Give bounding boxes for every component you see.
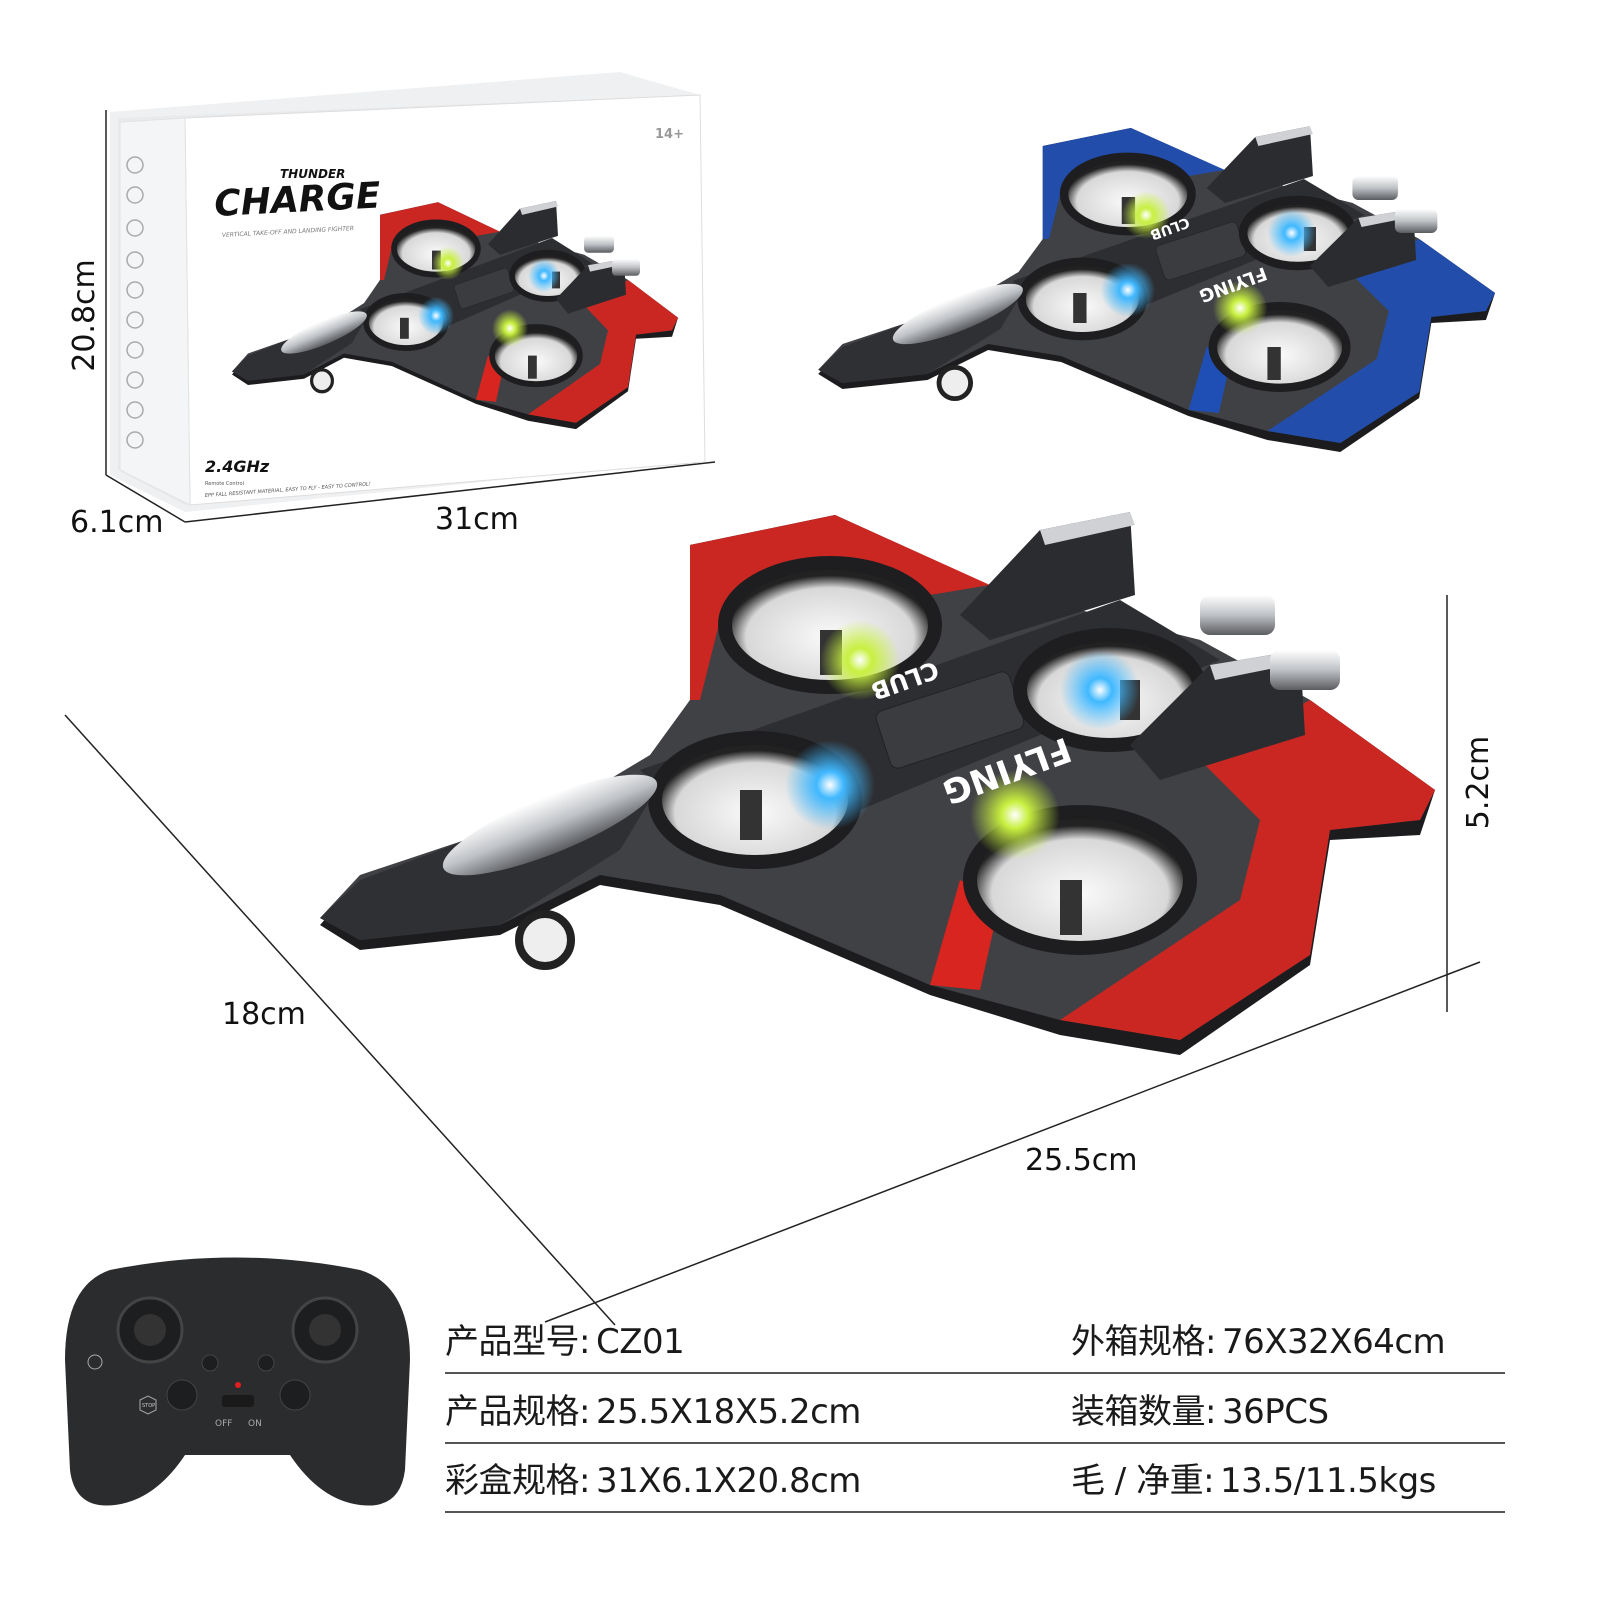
controller-stop-label: STOP <box>142 1403 155 1409</box>
box-frequency-sub: Remote Control <box>205 481 244 487</box>
controller-on-label: ON <box>248 1419 262 1429</box>
remote-controller <box>65 1257 410 1506</box>
right-button[interactable] <box>279 1379 311 1411</box>
spec-row: 产品规格:25.5X18X5.2cm 装箱数量:36PCS <box>445 1372 1505 1444</box>
box-height-label: 20.8cm <box>66 259 102 372</box>
spec-label: 外箱规格: <box>1071 1322 1216 1362</box>
spec-label: 产品规格: <box>445 1392 590 1432</box>
spec-label: 毛 / 净重: <box>1071 1461 1215 1501</box>
dimension-lines <box>64 110 1481 1326</box>
spec-value: 25.5X18X5.2cm <box>595 1392 861 1432</box>
power-led <box>235 1382 241 1388</box>
product-depth-label: 18cm <box>222 997 306 1032</box>
box-title-small: THUNDER <box>280 167 345 181</box>
spec-product-size: 产品规格:25.5X18X5.2cm <box>445 1384 861 1433</box>
controller-off-label: OFF <box>215 1419 232 1429</box>
spec-value: 36PCS <box>1221 1392 1329 1432</box>
spec-value: 76X32X64cm <box>1221 1322 1446 1362</box>
spec-value: 31X6.1X20.8cm <box>595 1461 861 1501</box>
spec-label: 装箱数量: <box>1071 1392 1216 1432</box>
blue-jet-image <box>818 126 1495 452</box>
product-height-label: 5.2cm <box>1461 735 1497 830</box>
spec-label: 彩盒规格: <box>445 1461 590 1501</box>
spec-carton-size: 外箱规格:76X32X64cm <box>1071 1314 1446 1363</box>
spec-row: 产品型号:CZ01 外箱规格:76X32X64cm <box>445 1302 1505 1374</box>
spec-row: 彩盒规格:31X6.1X20.8cm 毛 / 净重:13.5/11.5kgs <box>445 1441 1505 1513</box>
box-width-label: 31cm <box>435 502 519 537</box>
spec-weight: 毛 / 净重:13.5/11.5kgs <box>1071 1453 1436 1502</box>
box-title-big: CHARGE <box>213 175 382 225</box>
stop-icon[interactable] <box>139 1395 157 1415</box>
box-depth-label: 6.1cm <box>70 505 164 540</box>
main-jet-image <box>320 512 1435 1055</box>
spec-value: 13.5/11.5kgs <box>1220 1461 1436 1501</box>
left-button[interactable] <box>166 1379 198 1411</box>
box-age-label: 14+ <box>655 127 684 142</box>
spec-value: CZ01 <box>595 1322 685 1362</box>
spec-label: 产品型号: <box>445 1322 590 1362</box>
product-length-label: 25.5cm <box>1025 1143 1138 1178</box>
product-box <box>110 72 706 512</box>
box-frequency: 2.4GHz <box>205 457 270 476</box>
spec-box-size: 彩盒规格:31X6.1X20.8cm <box>445 1453 861 1502</box>
spec-quantity: 装箱数量:36PCS <box>1071 1384 1329 1433</box>
power-switch[interactable] <box>222 1395 254 1407</box>
box-feature-icons <box>126 156 144 449</box>
spec-model: 产品型号:CZ01 <box>445 1314 685 1363</box>
